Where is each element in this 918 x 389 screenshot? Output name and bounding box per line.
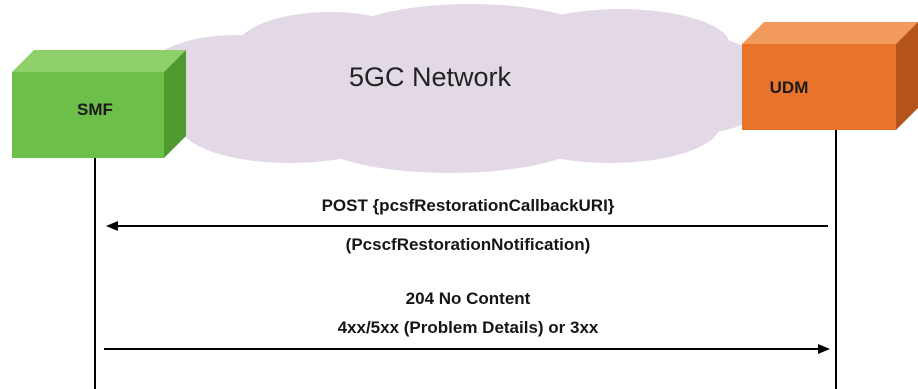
network-cloud (140, 4, 775, 173)
request-body-label: (PcscfRestorationNotification) (345, 235, 591, 254)
smf-label: SMF (77, 100, 113, 119)
smf-node (12, 50, 186, 158)
network-label: 5GC Network (348, 62, 512, 92)
response-success-label: 204 No Content (405, 289, 531, 308)
response-error-label: 4xx/5xx (Problem Details) or 3xx (337, 318, 599, 337)
request-line-label: POST {pcsfRestorationCallbackURI} (321, 196, 615, 215)
udm-node (742, 22, 918, 130)
udm-label: UDM (769, 78, 809, 97)
